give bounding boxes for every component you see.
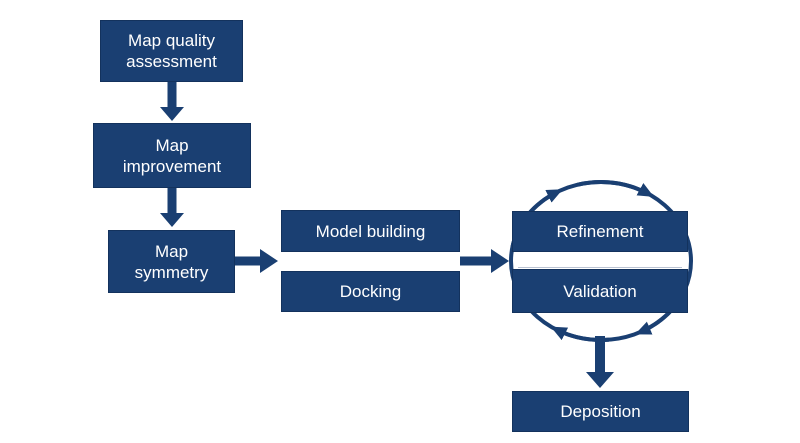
node-deposition-label: Deposition	[560, 402, 641, 421]
node-model-building-label: Model building	[315, 221, 426, 241]
cycle-gap-band	[517, 252, 683, 269]
arrow-right-symmetry-to-modeling	[235, 249, 278, 273]
node-model-building: Model building	[281, 210, 460, 252]
node-map-symmetry: Map symmetry	[108, 230, 235, 293]
node-map-improvement: Map improvement	[93, 123, 251, 188]
node-docking-label: Docking	[339, 282, 402, 301]
node-map-quality-assessment: Map quality assessment	[100, 20, 243, 82]
node-docking: Docking	[281, 271, 460, 312]
node-refinement: Refinement	[512, 211, 688, 252]
node-map-symmetry-label: Map symmetry	[134, 241, 209, 282]
arrow-right-modeling-to-refinement	[460, 249, 509, 273]
arrow-down-improvement-to-symmetry	[160, 188, 184, 227]
node-map-quality-assessment-label: Map quality assessment	[126, 31, 217, 71]
arrow-down-cycle-to-deposition	[586, 336, 614, 388]
node-map-improvement-label: Map improvement	[122, 135, 222, 176]
node-validation-label: Validation	[563, 281, 637, 301]
node-deposition: Deposition	[512, 391, 689, 432]
cycle-arrowhead-upper-right	[577, 180, 654, 197]
node-refinement-label: Refinement	[556, 222, 644, 241]
node-validation: Validation	[512, 269, 688, 313]
arrow-down-quality-to-improvement	[160, 82, 184, 121]
